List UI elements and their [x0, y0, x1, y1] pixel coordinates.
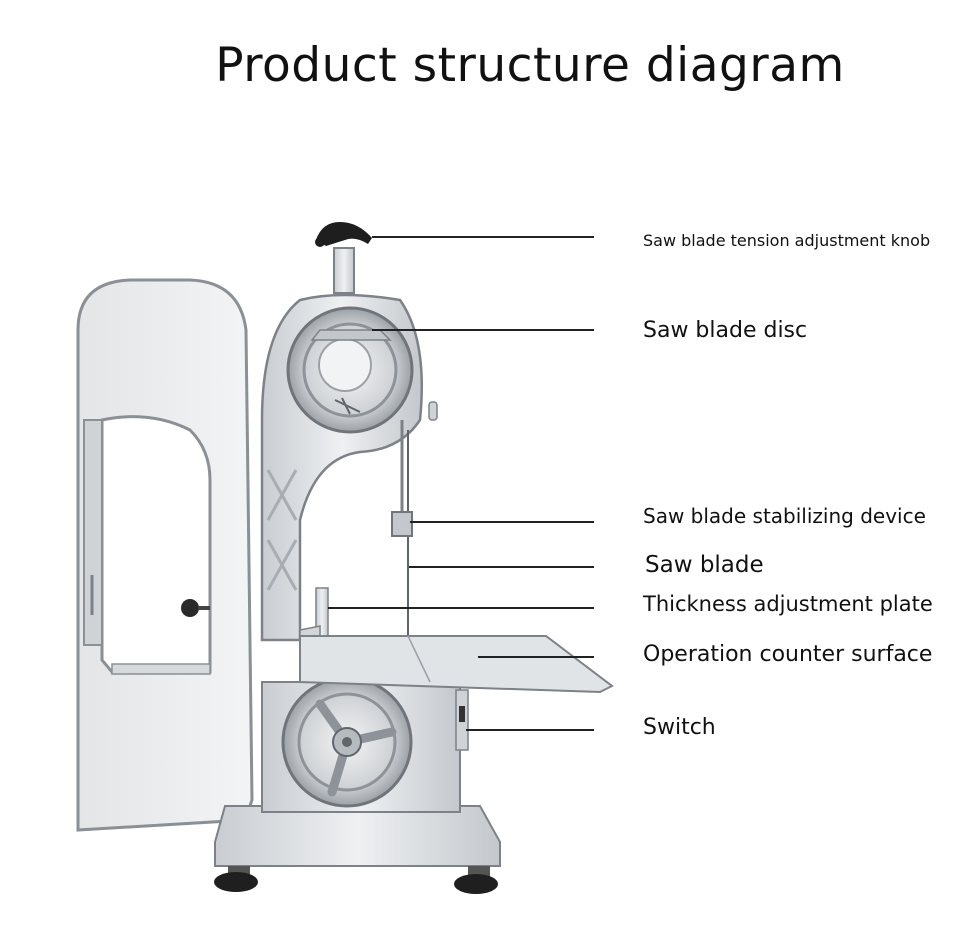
switch-button	[459, 706, 465, 722]
leader-lines	[328, 236, 594, 731]
diagram-title: Product structure diagram	[215, 38, 845, 93]
stabilizer-block	[391, 511, 413, 537]
label-tension-knob: Saw blade tension adjustment knob	[643, 231, 931, 250]
open-door	[76, 278, 254, 832]
operation-counter	[299, 635, 614, 694]
saw-blade-assembly	[391, 401, 438, 640]
machine-base	[214, 805, 501, 894]
tension-knob	[315, 222, 372, 294]
label-blade-disc: Saw blade disc	[643, 318, 808, 343]
door-handle-knob-icon	[181, 599, 199, 617]
label-stabilizer: Saw blade stabilizing device	[643, 504, 926, 528]
label-thickness-plate: Thickness adjustment plate	[643, 592, 933, 616]
label-blade: Saw blade	[645, 552, 764, 578]
label-switch: Switch	[643, 715, 716, 740]
lower-wheel	[281, 676, 413, 808]
label-counter: Operation counter surface	[643, 642, 933, 667]
upper-wheel	[286, 306, 414, 434]
